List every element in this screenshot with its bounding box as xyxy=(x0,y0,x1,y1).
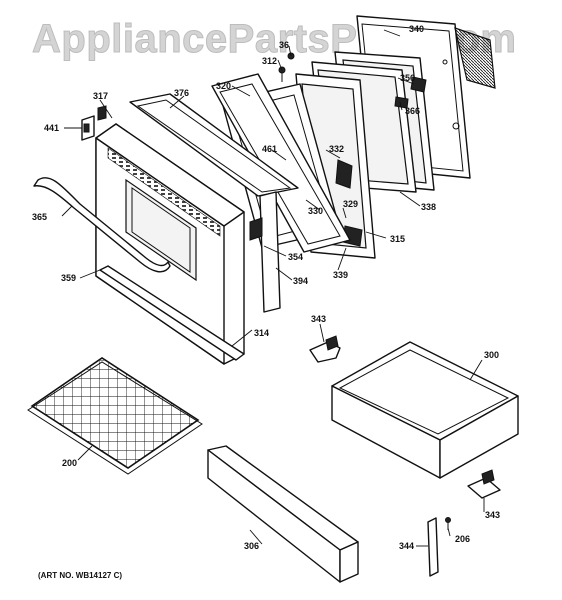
callout-314: 314 xyxy=(254,328,269,338)
callout-343-right: 343 xyxy=(485,510,500,520)
callout-300: 300 xyxy=(484,350,499,360)
callout-344: 344 xyxy=(399,541,414,551)
hinge-receptacle xyxy=(81,115,95,141)
door-bottom-trim xyxy=(99,265,245,361)
callout-365: 365 xyxy=(32,212,47,222)
oven-rack xyxy=(27,357,203,475)
drawer-screw xyxy=(445,517,451,530)
oven-door-outer-panel xyxy=(95,123,245,365)
callout-354: 354 xyxy=(288,252,303,262)
oven-door-handle xyxy=(33,177,171,273)
drawer-glide xyxy=(427,517,439,577)
door-hinge-latch xyxy=(309,335,341,363)
callout-340: 340 xyxy=(409,24,424,34)
callout-306: 306 xyxy=(244,541,259,551)
callout-394: 394 xyxy=(293,276,308,286)
callout-206: 206 xyxy=(455,534,470,544)
drawer-slide-bracket xyxy=(467,469,501,499)
callout-315: 315 xyxy=(390,234,405,244)
callout-343-left: 343 xyxy=(311,314,326,324)
glass-retainer-clip xyxy=(394,76,427,109)
drawer-front-panel xyxy=(207,445,359,583)
part-callouts: 340 36 312 356 320 317 376 366 441 461 3… xyxy=(32,24,500,551)
callout-332: 332 xyxy=(329,144,344,154)
door-screws xyxy=(278,52,295,82)
callout-317: 317 xyxy=(93,91,108,101)
callout-339: 339 xyxy=(333,270,348,280)
callout-461: 461 xyxy=(262,144,277,154)
door-vent-trim xyxy=(129,93,299,197)
door-hinge-small xyxy=(97,105,107,121)
callout-leaders xyxy=(61,29,485,547)
callout-376: 376 xyxy=(174,88,189,98)
callout-359: 359 xyxy=(61,273,76,283)
door-gasket-strip xyxy=(454,27,496,89)
callout-366: 366 xyxy=(405,106,420,116)
callout-36: 36 xyxy=(279,40,289,50)
storage-drawer xyxy=(331,341,519,479)
callout-320: 320 xyxy=(216,81,231,91)
callout-356: 356 xyxy=(400,73,415,83)
callout-330: 330 xyxy=(308,206,323,216)
art-number-label: (ART NO. WB14127 C) xyxy=(38,571,122,580)
callout-338: 338 xyxy=(421,202,436,212)
callout-200: 200 xyxy=(62,458,77,468)
callout-329: 329 xyxy=(343,199,358,209)
callout-441: 441 xyxy=(44,123,59,133)
door-side-channel xyxy=(249,191,281,313)
callout-312: 312 xyxy=(262,56,277,66)
